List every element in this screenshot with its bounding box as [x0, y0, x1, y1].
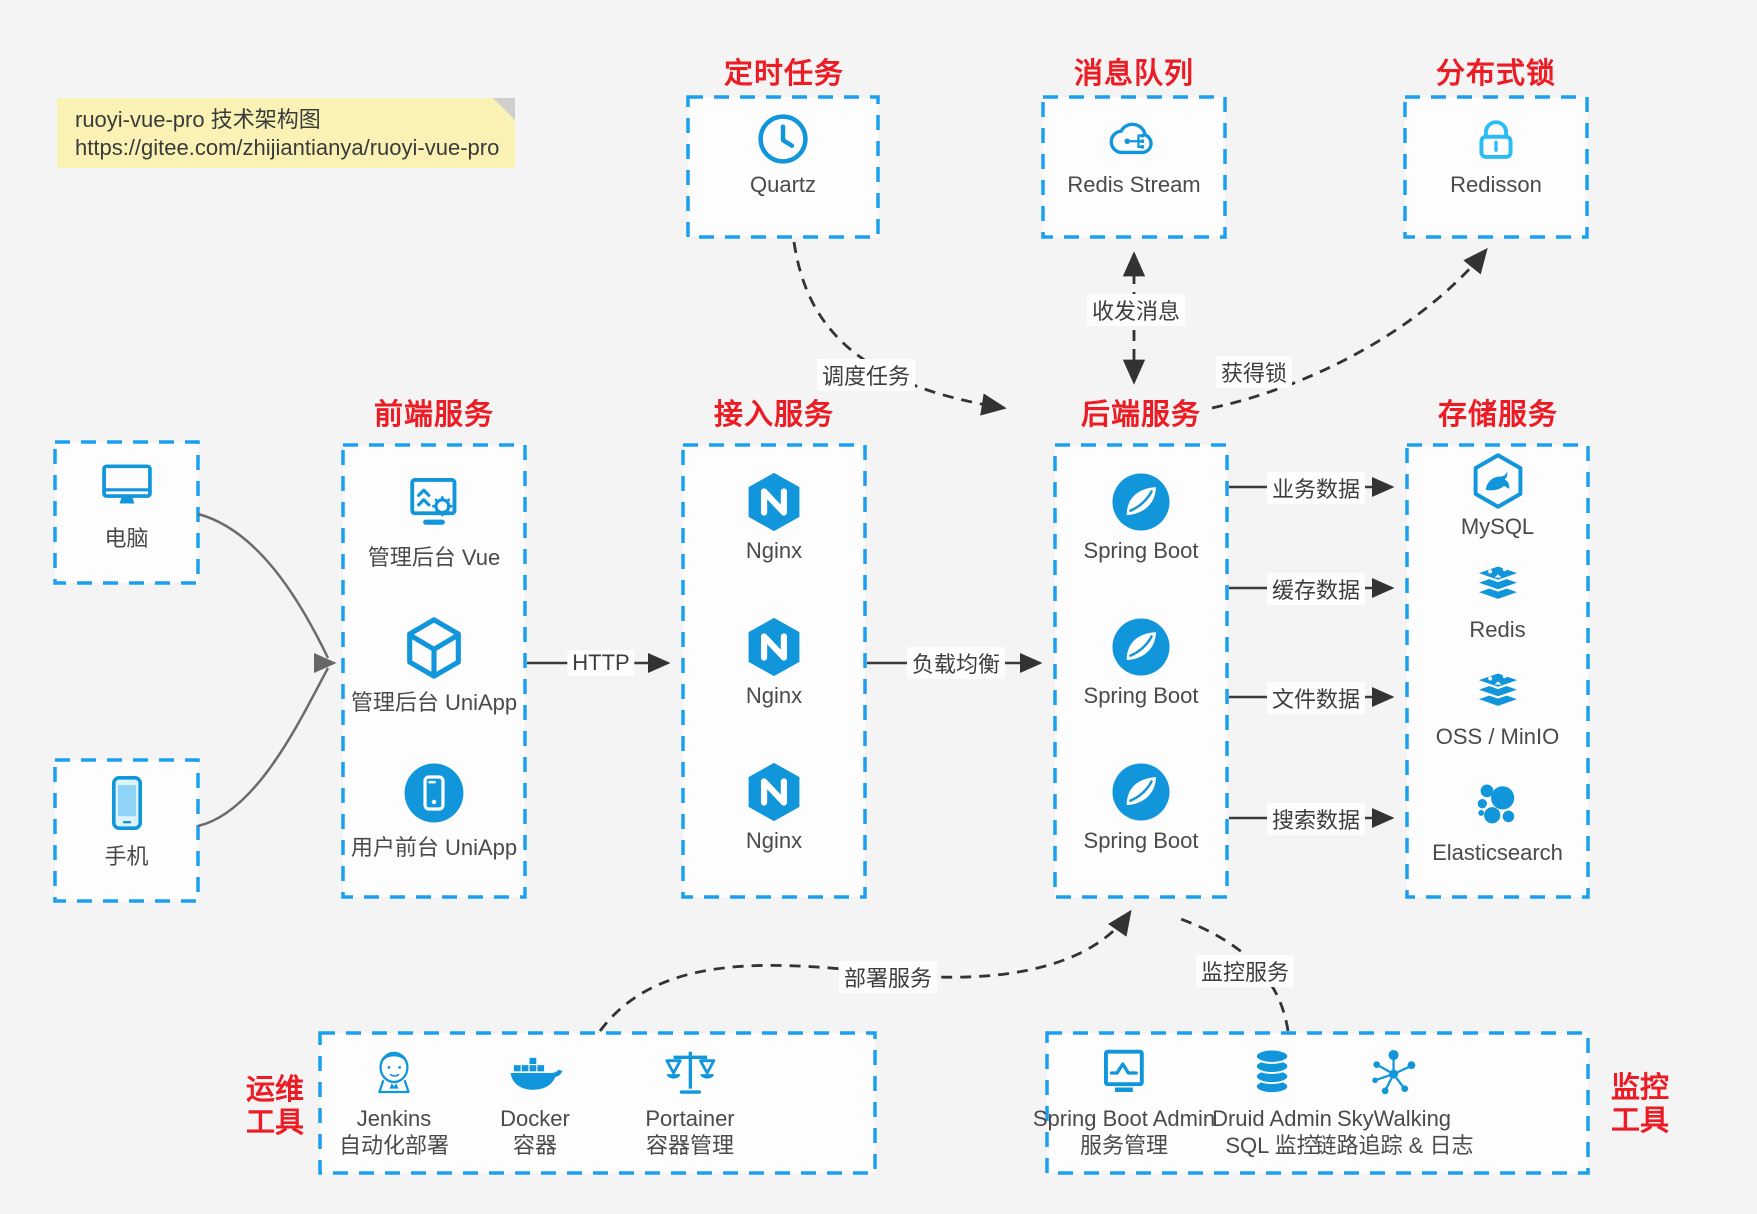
- spring-boot-node: Spring Boot: [1055, 471, 1227, 564]
- elasticsearch-icon: [1477, 784, 1514, 824]
- mysql-node: MySQL: [1407, 453, 1588, 540]
- redis-stream-cloud-icon: [1109, 122, 1153, 155]
- portainer-name: Portainer: [645, 1106, 735, 1131]
- mysql-label: MySQL: [1460, 514, 1535, 539]
- skywalking-name: SkyWalking: [1336, 1106, 1452, 1131]
- jenkins-node: Jenkins 自动化部署: [339, 1045, 449, 1159]
- title-backend: 后端服务: [1080, 399, 1201, 431]
- title-gateway: 接入服务: [713, 399, 834, 431]
- quartz-node: Quartz: [688, 111, 878, 198]
- elasticsearch-node: Elasticsearch: [1407, 777, 1588, 866]
- mysql-icon: [1473, 453, 1522, 509]
- title-lock: 分布式锁: [1435, 58, 1556, 90]
- spring-boot-label: Spring Boot: [1083, 828, 1199, 853]
- nginx-icon: [748, 472, 800, 532]
- ops-group: Jenkins 自动化部署 Docker 容器: [320, 1033, 875, 1173]
- pc-device: 电脑: [55, 442, 198, 583]
- skywalking-icon: [1372, 1050, 1416, 1095]
- jenkins-name: Jenkins: [356, 1106, 432, 1131]
- nginx-node: Nginx: [683, 616, 865, 709]
- jenkins-icon: [378, 1051, 410, 1094]
- portainer-icon: [665, 1051, 715, 1094]
- title-storage: 存储服务: [1437, 399, 1558, 431]
- admin-vue-label: 管理后台 Vue: [367, 545, 501, 570]
- docker-node: Docker 容器: [500, 1045, 570, 1159]
- spring-boot-label: Spring Boot: [1083, 538, 1199, 563]
- uniapp-cube-icon: [407, 617, 461, 679]
- title-mq: 消息队列: [1073, 58, 1194, 90]
- nginx-label: Nginx: [745, 828, 803, 853]
- spring-boot-admin-icon: [1104, 1049, 1144, 1093]
- oss-label: OSS / MinIO: [1435, 724, 1560, 749]
- title-monitor-tools: 监控 工具: [1610, 1072, 1669, 1137]
- nginx-label: Nginx: [745, 538, 803, 563]
- desktop-icon: [101, 464, 152, 504]
- backend-group: Spring Boot Spring Boot Spring Boot: [1055, 445, 1227, 897]
- redis-stream-label: Redis Stream: [1067, 172, 1201, 197]
- spring-boot-icon: [1112, 473, 1170, 531]
- portainer-node: Portainer 容器管理: [645, 1045, 735, 1159]
- clock-icon: [758, 114, 808, 164]
- phone-device: 手机: [55, 760, 198, 901]
- spring-boot-icon: [1112, 618, 1170, 676]
- phone-label: 手机: [104, 844, 149, 869]
- oss-icon: [1473, 671, 1522, 709]
- note-fold-corner: [493, 98, 515, 120]
- gateway-group: Nginx Nginx Nginx: [683, 445, 865, 897]
- storage-group: MySQL Redis: [1407, 445, 1588, 897]
- sba-desc: 服务管理: [1079, 1133, 1169, 1158]
- redis-label: Redis: [1469, 617, 1526, 642]
- phone-icon: [111, 776, 142, 830]
- note-title: ruoyi-vue-pro 技术架构图: [75, 107, 321, 132]
- oss-node: OSS / MinIO: [1407, 667, 1588, 750]
- spring-boot-icon: [1112, 763, 1170, 821]
- sticky-note: ruoyi-vue-pro 技术架构图 https://gitee.com/zh…: [57, 98, 515, 168]
- quartz-label: Quartz: [749, 172, 817, 197]
- scheduled-group: Quartz: [688, 97, 878, 237]
- spring-boot-label: Spring Boot: [1083, 683, 1199, 708]
- spring-boot-node: Spring Boot: [1055, 761, 1227, 854]
- spring-boot-node: Spring Boot: [1055, 616, 1227, 709]
- docker-desc: 容器: [512, 1133, 557, 1158]
- title-ops-tools: 运维 工具: [245, 1074, 304, 1139]
- redis-node: Redis: [1407, 560, 1588, 643]
- docker-name: Docker: [500, 1106, 570, 1131]
- skywalking-desc: 链路追踪 & 日志: [1314, 1133, 1474, 1158]
- title-frontend: 前端服务: [373, 399, 494, 431]
- lock-icon: [1479, 120, 1513, 159]
- portainer-desc: 容器管理: [645, 1133, 734, 1158]
- admin-uniapp-node: 管理后台 UniApp: [343, 616, 525, 717]
- admin-vue-node: 管理后台 Vue: [343, 471, 525, 572]
- nginx-icon: [748, 762, 800, 822]
- note-url: https://gitee.com/zhijiantianya/ruoyi-vu…: [75, 135, 500, 160]
- user-uniapp-label: 用户前台 UniApp: [350, 835, 518, 860]
- monitor-group: Spring Boot Admin 服务管理 Druid Admin SQL 监…: [1033, 1033, 1588, 1173]
- redis-icon: [1473, 564, 1522, 602]
- sba-node: Spring Boot Admin 服务管理: [1033, 1045, 1215, 1159]
- admin-vue-icon: [410, 478, 457, 525]
- sba-name: Spring Boot Admin: [1032, 1106, 1216, 1131]
- nginx-icon: [748, 617, 800, 677]
- jenkins-desc: 自动化部署: [338, 1133, 450, 1158]
- redisson-label: Redisson: [1450, 172, 1542, 197]
- redisson-node: Redisson: [1405, 111, 1587, 198]
- redis-stream-node: Redis Stream: [1043, 111, 1225, 198]
- skywalking-node: SkyWalking 链路追踪 & 日志: [1314, 1045, 1474, 1159]
- elasticsearch-label: Elasticsearch: [1432, 840, 1563, 865]
- user-uniapp-node: 用户前台 UniApp: [343, 761, 525, 862]
- pc-node: 电脑: [55, 460, 198, 553]
- nginx-label: Nginx: [745, 683, 803, 708]
- phone-node: 手机: [55, 772, 198, 871]
- pc-label: 电脑: [104, 526, 149, 551]
- docker-icon: [510, 1057, 563, 1090]
- druid-icon: [1254, 1048, 1290, 1095]
- nginx-node: Nginx: [683, 761, 865, 854]
- admin-uniapp-label: 管理后台 UniApp: [350, 690, 518, 715]
- title-scheduled: 定时任务: [723, 58, 844, 90]
- mobile-app-icon: [404, 763, 464, 823]
- lock-group: Redisson: [1405, 97, 1587, 237]
- nginx-node: Nginx: [683, 471, 865, 564]
- frontend-group: 管理后台 Vue 管理后台 UniApp 用户前台 UniApp: [343, 445, 525, 897]
- mq-group: Redis Stream: [1043, 97, 1225, 237]
